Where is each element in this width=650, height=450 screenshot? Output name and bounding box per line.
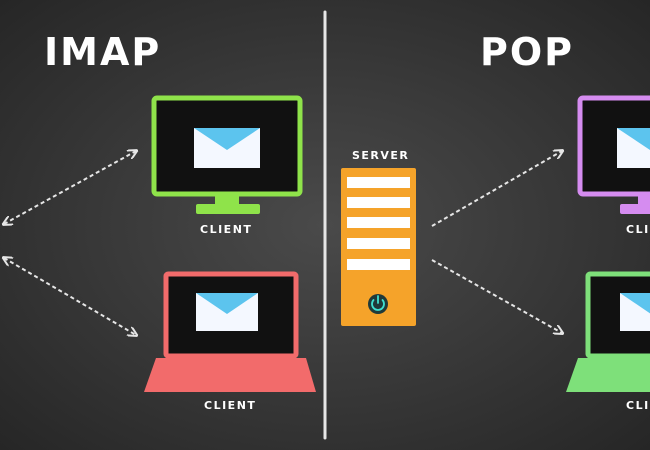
imap-title: IMAP xyxy=(44,30,162,74)
imap-desktop-envelope-icon xyxy=(194,128,260,168)
pop-title: POP xyxy=(480,30,575,74)
pop-laptop-client-icon xyxy=(566,271,650,392)
pop-desktop-client-icon xyxy=(577,95,650,214)
pop-desktop-envelope-icon xyxy=(617,128,650,168)
imap-laptop-envelope-icon xyxy=(196,293,258,331)
imap-laptop-client-icon xyxy=(144,271,316,392)
imap-laptop-client-label: CLIENT xyxy=(204,399,257,412)
imap-desktop-sync-arrow xyxy=(4,151,136,224)
pop-laptop-client-label: CLI xyxy=(626,399,650,412)
pop-desktop-client-label: CLI xyxy=(626,223,650,236)
server-label: SERVER xyxy=(352,149,410,162)
imap-laptop-sync-arrow xyxy=(4,258,136,335)
imap-desktop-client-icon xyxy=(151,95,303,214)
server-tower-icon xyxy=(341,168,416,326)
pop-laptop-envelope-icon xyxy=(620,293,650,331)
power-button-icon xyxy=(368,294,388,314)
pop-laptop-download-arrow xyxy=(431,259,562,333)
pop-desktop-download-arrow xyxy=(431,151,562,227)
imap-desktop-client-label: CLIENT xyxy=(200,223,253,236)
